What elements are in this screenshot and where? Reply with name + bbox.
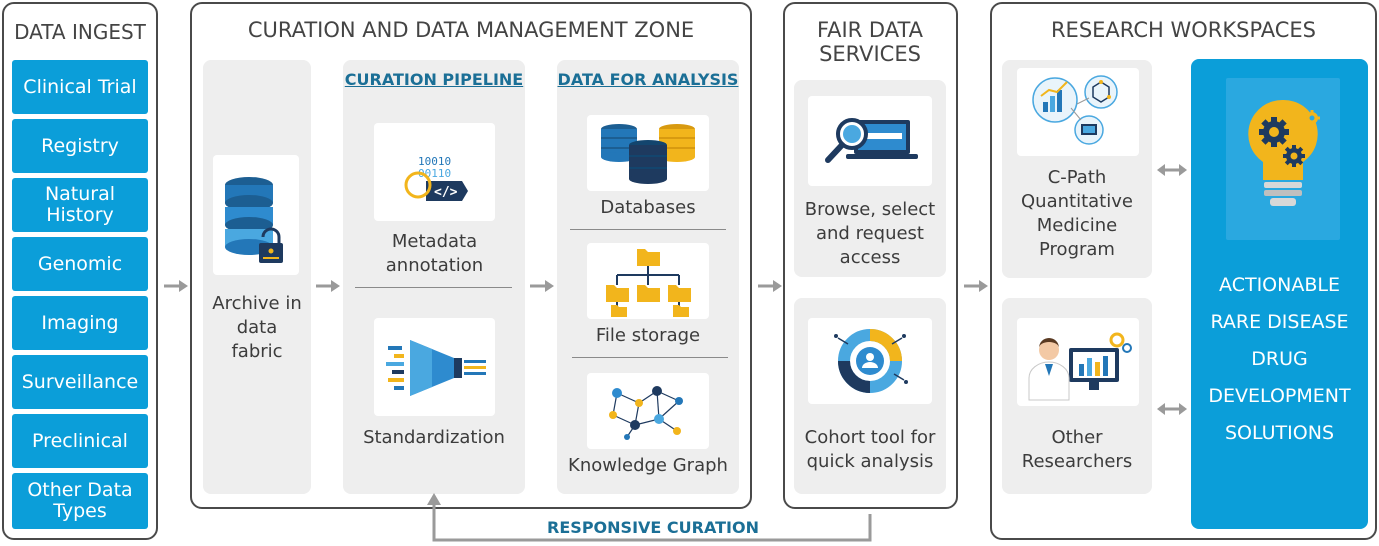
other-researchers-label: Other Researchers [1021,427,1133,472]
cpath-label: C-Path Quantitative Medicine Program [1021,167,1133,260]
file-storage-icon-box [587,243,709,319]
research-workspaces-title: RESEARCH WORKSPACES [1050,18,1317,42]
ingest-item-clinical-trial[interactable]: Clinical Trial [12,60,148,114]
outcome-line-1: ACTIONABLE [1219,274,1340,296]
flow-arrow-3 [530,280,554,292]
databases-label: Databases [600,197,696,218]
database-lock-icon [225,177,283,263]
outcome-line-4: DEVELOPMENT [1208,385,1351,407]
archive-panel [203,60,311,494]
analysis-divider-2 [572,357,728,358]
standardization-icon-box [374,318,495,416]
databases-icon [601,124,695,184]
ingest-item-imaging[interactable]: Imaging [12,296,148,350]
flow-arrow-1 [164,280,188,292]
outcome-line-5: SOLUTIONS [1225,422,1334,444]
archive-label: Archive in data fabric [212,293,302,362]
flow-arrow-2 [316,280,340,292]
curation-pipeline-title[interactable]: CURATION PIPELINE [344,70,524,89]
archive-icon-box [213,155,299,275]
fair-services-title: FAIR DATA SERVICES [816,18,924,66]
standardization-label: Standardization [363,427,505,448]
knowledge-graph-label: Knowledge Graph [568,455,728,476]
ingest-item-registry[interactable]: Registry [12,119,148,173]
responsive-curation-label: RESPONSIVE CURATION [540,518,766,537]
browse-icon-box [808,96,932,186]
funnel-icon [386,340,486,396]
cpath-icon-box [1017,68,1139,156]
ingest-item-surveillance[interactable]: Surveillance [12,355,148,409]
outcome-line-3: DRUG [1251,348,1308,370]
metadata-tag-icon: 10010 00110 </> [404,155,468,201]
data-ingest-title: DATA INGEST [14,20,146,44]
pipeline-divider [355,287,512,288]
data-for-analysis-title[interactable]: DATA FOR ANALYSIS [557,70,739,89]
feedback-loop-arrow [427,493,872,542]
cohort-icon-box [808,318,932,404]
researcher-icon [1028,332,1132,401]
cohort-label: Cohort tool for quick analysis [804,427,936,472]
outcome-line-2: RARE DISEASE [1210,311,1349,333]
search-laptop-icon [825,118,918,163]
file-storage-label: File storage [595,325,701,346]
analysis-divider-1 [570,229,726,230]
folder-tree-icon [606,249,691,317]
svg-text:10010: 10010 [418,155,451,168]
knowledge-graph-icon [609,386,683,440]
cohort-donut-icon [834,329,908,393]
ingest-item-genomic[interactable]: Genomic [12,237,148,291]
researcher-icon-box [1017,318,1139,406]
bidirectional-arrow-1 [1157,164,1187,176]
ingest-item-other-data-types[interactable]: Other Data Types [12,473,148,529]
metadata-annotation-label: Metadata annotation [385,231,484,276]
analytics-icon [1032,75,1118,145]
outcome-icon-box [1226,78,1340,240]
ingest-item-preclinical[interactable]: Preclinical [12,414,148,468]
flow-arrow-5 [964,280,988,292]
bidirectional-arrow-2 [1157,403,1187,415]
knowledge-graph-icon-box [587,373,709,449]
curation-zone-title: CURATION AND DATA MANAGEMENT ZONE [247,18,695,42]
svg-text:</>: </> [434,185,458,200]
metadata-icon-box: 10010 00110 </> [374,123,495,221]
databases-icon-box [587,115,709,191]
ingest-item-natural-history[interactable]: Natural History [12,178,148,232]
lightbulb-gears-icon [1248,99,1320,206]
browse-label: Browse, select and request access [804,199,936,268]
flow-arrow-4 [758,280,782,292]
